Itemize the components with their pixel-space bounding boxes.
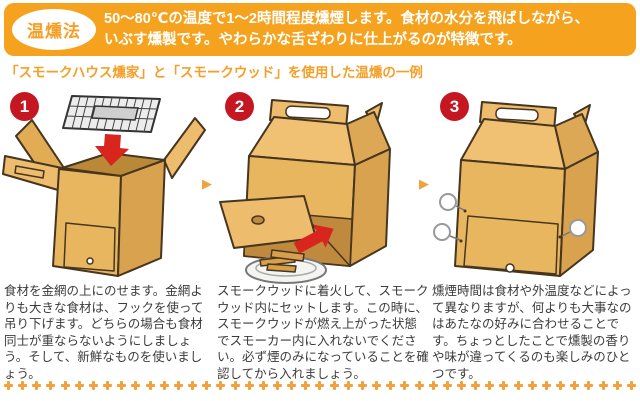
sparkle-icon	[329, 380, 339, 390]
method-badge-label: 温燻法	[27, 22, 81, 41]
sparkle-icon	[103, 380, 113, 390]
sparkle-icon	[499, 380, 509, 390]
sparkle-icon	[272, 380, 282, 390]
sparkle-icon	[343, 380, 353, 390]
sparkle-icon	[145, 380, 155, 390]
sparkle-border	[4, 378, 636, 392]
sparkle-icon	[513, 380, 523, 390]
sparkle-icon	[258, 380, 268, 390]
sparkle-icon	[188, 380, 198, 390]
sparkle-icon	[584, 380, 594, 390]
wire-grill-icon	[62, 95, 161, 133]
sparkle-icon	[400, 380, 410, 390]
step-1-description: 食材を金網の上にのせます。金網よりも大きな食材は、フックを使って吊り下げます。ど…	[4, 284, 204, 381]
sparkle-icon	[457, 380, 466, 390]
arrow-right-icon: ▶	[202, 177, 212, 192]
sparkle-icon	[46, 380, 56, 390]
sparkle-icon	[230, 380, 240, 390]
step-1-number-badge: 1	[10, 92, 39, 121]
step-2-description: スモークウッドに着火して、スモークウッド内にセットします。この時に、スモークウッ…	[217, 284, 429, 381]
sparkle-icon	[159, 380, 169, 390]
step-2-number-badge: 2	[225, 92, 254, 121]
step-3-number: 3	[449, 96, 460, 116]
smoke-wood-sticks-icon	[259, 249, 305, 273]
step-3-number-badge: 3	[440, 92, 469, 121]
sparkle-icon	[372, 380, 382, 390]
step-3-description: 燻煙時間は食材や外温度などによって異なりますが、何よりも大事なのはあたなの好みに…	[432, 284, 632, 381]
insert-arrow-icon	[293, 224, 334, 254]
sparkle-icon	[541, 380, 551, 390]
sparkle-icon	[386, 380, 396, 390]
sparkle-icon	[301, 380, 311, 390]
header-banner: 温燻法 50〜80℃の温度で1〜2時間程度燻煙します。食材の水分を飛ばしながら、…	[4, 3, 636, 56]
step-1-number: 1	[19, 96, 30, 116]
sparkle-icon	[315, 380, 325, 390]
step-3-smoker-box-illustration	[433, 101, 599, 277]
header-description-line2: いぶす燻製です。やわらかな舌ざわりに仕上がるのが特徴です。	[104, 32, 522, 48]
sparkle-icon	[556, 380, 566, 390]
sparkle-icon	[18, 380, 28, 390]
sparkle-icon	[442, 380, 452, 390]
sparkle-icon	[428, 380, 438, 390]
example-subtitle: 「スモークハウス燻家」と「スモークウッド」を使用した温燻の一例	[5, 65, 423, 80]
sparkle-icon	[570, 380, 580, 390]
step-2-number: 2	[234, 96, 245, 116]
step-1-smoker-box-illustration	[2, 95, 206, 277]
sparkle-icon	[414, 380, 424, 390]
sparkle-icon	[216, 380, 226, 390]
smoke-puffs-icon	[433, 193, 587, 243]
sparkle-icon	[173, 380, 183, 390]
sparkle-icon	[471, 380, 481, 390]
sparkle-icon	[612, 380, 622, 390]
sparkle-icon	[117, 380, 127, 390]
down-arrow-icon	[95, 134, 129, 166]
sparkle-icon	[4, 380, 13, 390]
header-description-line1: 50〜80℃の温度で1〜2時間程度燻煙します。食材の水分を飛ばしながら、	[104, 11, 589, 27]
sparkle-icon	[74, 380, 84, 390]
sparkle-icon	[60, 380, 70, 390]
sparkle-icon	[32, 380, 42, 390]
sparkle-icon	[131, 380, 141, 390]
sparkle-icon	[598, 380, 608, 390]
sparkle-icon	[88, 380, 98, 390]
sparkle-icon	[244, 380, 254, 390]
sparkle-icon	[287, 380, 297, 390]
sparkle-icon	[527, 380, 537, 390]
sparkle-icon	[202, 380, 212, 390]
sparkle-icon	[357, 380, 367, 390]
header-description: 50〜80℃の温度で1〜2時間程度燻煙します。食材の水分を飛ばしながら、 いぶす…	[104, 9, 628, 51]
sparkle-icon	[626, 380, 636, 390]
method-badge: 温燻法	[12, 9, 96, 50]
sparkle-icon	[485, 380, 495, 390]
arrow-right-icon: ▶	[419, 177, 429, 192]
step-2-smoker-box-illustration	[219, 99, 391, 284]
